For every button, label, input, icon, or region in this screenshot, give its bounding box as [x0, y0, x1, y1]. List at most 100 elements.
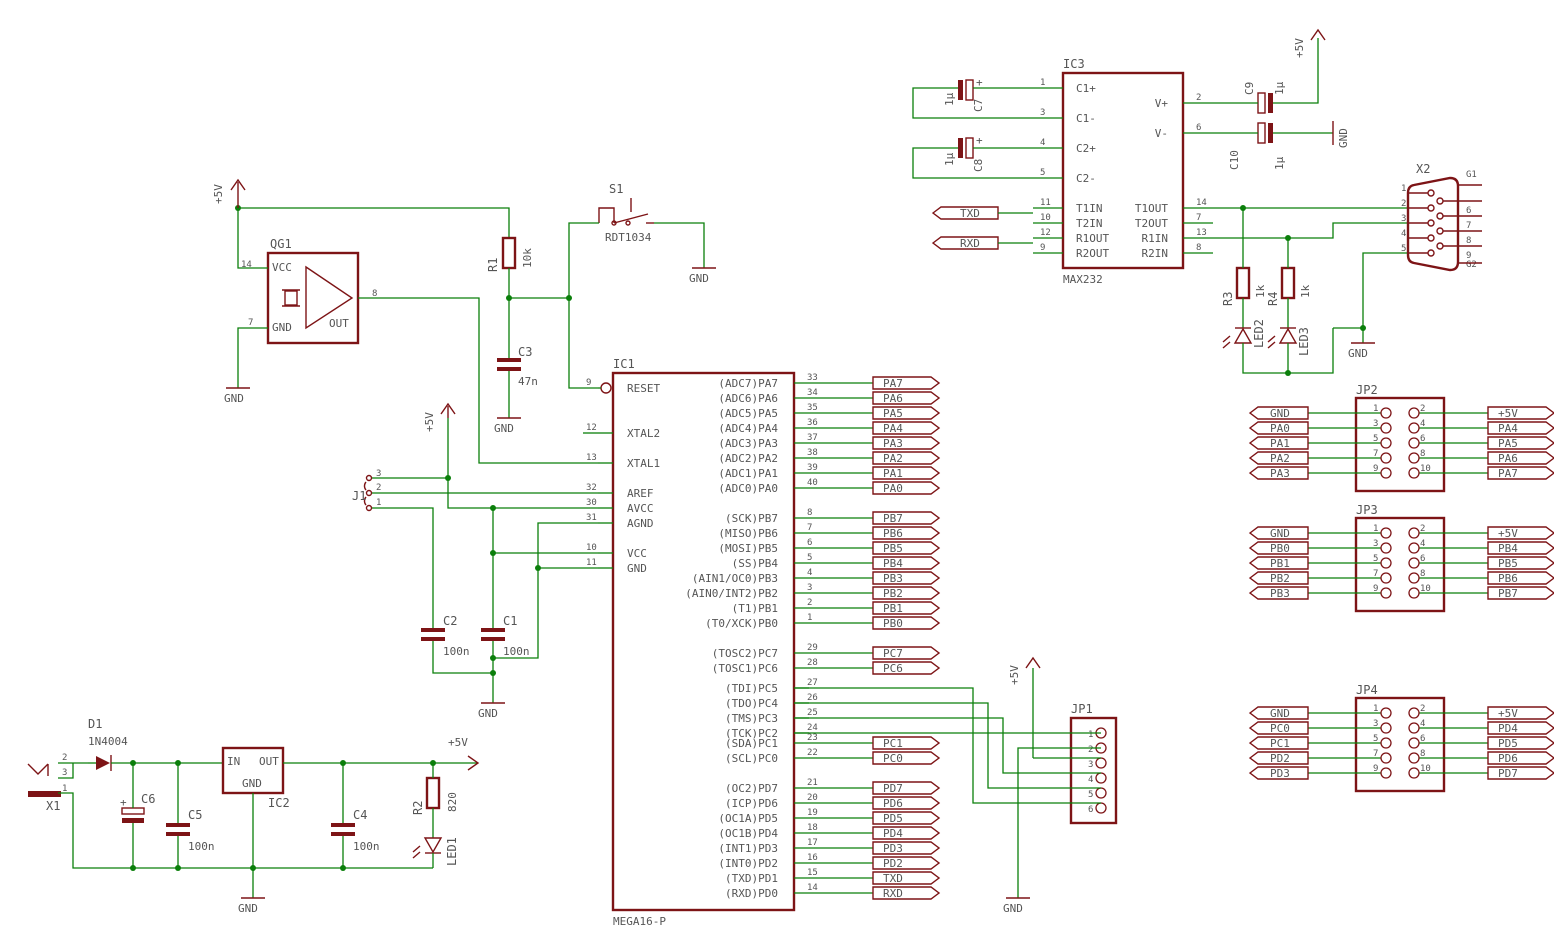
- jp2-pin: [1408, 452, 1420, 464]
- c3-capacitor[interactable]: C3 47n: [497, 345, 538, 388]
- ic3-right-pin-number: 14: [1196, 198, 1207, 208]
- net-label-pa7: PA7: [872, 376, 941, 390]
- r2-resistor[interactable]: R2 820: [411, 776, 459, 815]
- ic1-right-pin-label: (TCK)PC2: [725, 727, 778, 740]
- jp3-net-right: PB6: [1487, 571, 1554, 585]
- jp2-net-right-text: +5V: [1498, 407, 1518, 420]
- ic3-left-pin-number: 11: [1040, 198, 1051, 208]
- x2-pin: [1436, 242, 1444, 250]
- svg-text:R4: R4: [1266, 292, 1280, 306]
- ic1-right-pin-label: (TMS)PC3: [725, 712, 778, 725]
- ic1-right-pin-label: (INT0)PD2: [718, 857, 778, 870]
- net-label-pb2-text: PB2: [883, 587, 903, 600]
- c6-capacitor[interactable]: + C6: [120, 792, 155, 823]
- ic1-right-pin-number: 3: [807, 583, 812, 593]
- qg1-vcc: VCC: [272, 261, 292, 274]
- r2-value: 820: [446, 792, 459, 812]
- ic1-right-pin-number: 23: [807, 733, 818, 743]
- jp3-net-right-text: PB7: [1498, 587, 1518, 600]
- c2-capacitor[interactable]: C2 100n: [421, 614, 470, 658]
- net-label-txd-text: TXD: [883, 872, 903, 885]
- svg-text:1µ: 1µ: [943, 92, 956, 106]
- jp2-net-left: PA1: [1248, 436, 1309, 450]
- ic1-left-pin-number: 32: [586, 483, 597, 493]
- net-label-pa2: PA2: [872, 451, 941, 465]
- gnd-symbol-ic2: GND: [238, 897, 265, 915]
- ic1-right-pin-label: (OC1A)PD5: [718, 812, 778, 825]
- ic3-left-pin-number: 12: [1040, 228, 1051, 238]
- ic3-right-pin-number: 7: [1196, 213, 1201, 223]
- qg1-gnd: GND: [272, 321, 292, 334]
- jp3-net-left-text: PB2: [1270, 572, 1290, 585]
- led2[interactable]: LED2: [1222, 319, 1266, 349]
- ic3-right-pin-label: T1OUT: [1135, 202, 1168, 215]
- x2-pin-number: 4: [1401, 229, 1406, 239]
- jp2-net-left: PA2: [1248, 451, 1309, 465]
- r4-resistor[interactable]: R4 1k: [1266, 266, 1312, 306]
- net-label-pd4-text: PD4: [883, 827, 903, 840]
- ic1-left-pin-number: 30: [586, 498, 597, 508]
- vcc-symbol-aref: +5V: [423, 402, 456, 432]
- jp1-pin-number: 2: [1088, 745, 1093, 755]
- ic1-right-pin-number: 24: [807, 723, 818, 733]
- c1-capacitor[interactable]: C1 100n: [481, 614, 530, 658]
- jp4-pin-number: 6: [1420, 734, 1425, 744]
- c2-label: C2: [443, 614, 457, 628]
- jp2-pin-number: 1: [1373, 404, 1378, 414]
- c2-value: 100n: [443, 645, 470, 658]
- jp4-pin: [1380, 752, 1392, 764]
- net-label-pb6: PB6: [872, 526, 941, 540]
- jp3-pin-number: 7: [1373, 569, 1378, 579]
- jp3-pin: [1408, 542, 1420, 554]
- jp3-net-right: PB7: [1487, 586, 1554, 600]
- svg-text:GND: GND: [242, 777, 262, 790]
- net-label-pa5-text: PA5: [883, 407, 903, 420]
- x2-pin: [1427, 249, 1435, 257]
- j1-jumper[interactable]: J1 3 2 1: [352, 469, 381, 512]
- jp3-pin-number: 1: [1373, 524, 1378, 534]
- c10-capacitor[interactable]: C10 1µ: [1228, 122, 1286, 170]
- ic3-left-pin-label: R1OUT: [1076, 232, 1109, 245]
- jp3-body: [1354, 516, 1446, 613]
- c5-capacitor[interactable]: C5 100n: [166, 808, 215, 853]
- net-label-pc7: PC7: [872, 646, 941, 660]
- jp3-net-right-text: PB6: [1498, 572, 1518, 585]
- jp3-net-right-text: PB5: [1498, 557, 1518, 570]
- ic1-left-pin-label: VCC: [627, 547, 647, 560]
- c7-capacitor[interactable]: + C7 1µ: [943, 76, 985, 112]
- jp2-pin: [1380, 422, 1392, 434]
- led3[interactable]: LED3: [1267, 327, 1311, 356]
- x1-power-jack[interactable]: X1 2 3 1: [27, 753, 67, 813]
- s1-switch[interactable]: S1 RDT1034: [598, 182, 654, 244]
- led1-label: LED1: [445, 837, 459, 866]
- c9-capacitor[interactable]: C9 1µ: [1243, 81, 1286, 114]
- jp1-pin-number: 5: [1088, 790, 1093, 800]
- net-label-pd3: PD3: [872, 841, 941, 855]
- ic1-right-pin-label: (T0/XCK)PB0: [705, 617, 778, 630]
- d1-part: 1N4004: [88, 735, 128, 748]
- net-label-pa6: PA6: [872, 391, 941, 405]
- led1[interactable]: LED1: [412, 837, 459, 866]
- ic2-regulator[interactable]: IN OUT GND IC2: [221, 746, 290, 810]
- c8-capacitor[interactable]: + C8 1µ: [943, 134, 985, 172]
- net-label-pc7-text: PC7: [883, 647, 903, 660]
- svg-text:+5V: +5V: [1008, 665, 1021, 685]
- d1-diode[interactable]: D1 1N4004: [88, 717, 128, 771]
- qg1-oscillator[interactable]: QG1 VCC GND OUT 14 7 8: [241, 237, 377, 345]
- r3-resistor[interactable]: R3 1k: [1221, 266, 1267, 306]
- ic1-right-pin-label: (ADC1)PA1: [718, 467, 778, 480]
- ic1-right-pin-number: 29: [807, 643, 818, 653]
- c4-capacitor[interactable]: C4 100n: [331, 808, 380, 853]
- ic3-right-pin-label: V-: [1155, 127, 1168, 140]
- r1-resistor[interactable]: R1 10k: [486, 236, 534, 272]
- net-label-pd3-text: PD3: [883, 842, 903, 855]
- net-label-pa4-text: PA4: [883, 422, 903, 435]
